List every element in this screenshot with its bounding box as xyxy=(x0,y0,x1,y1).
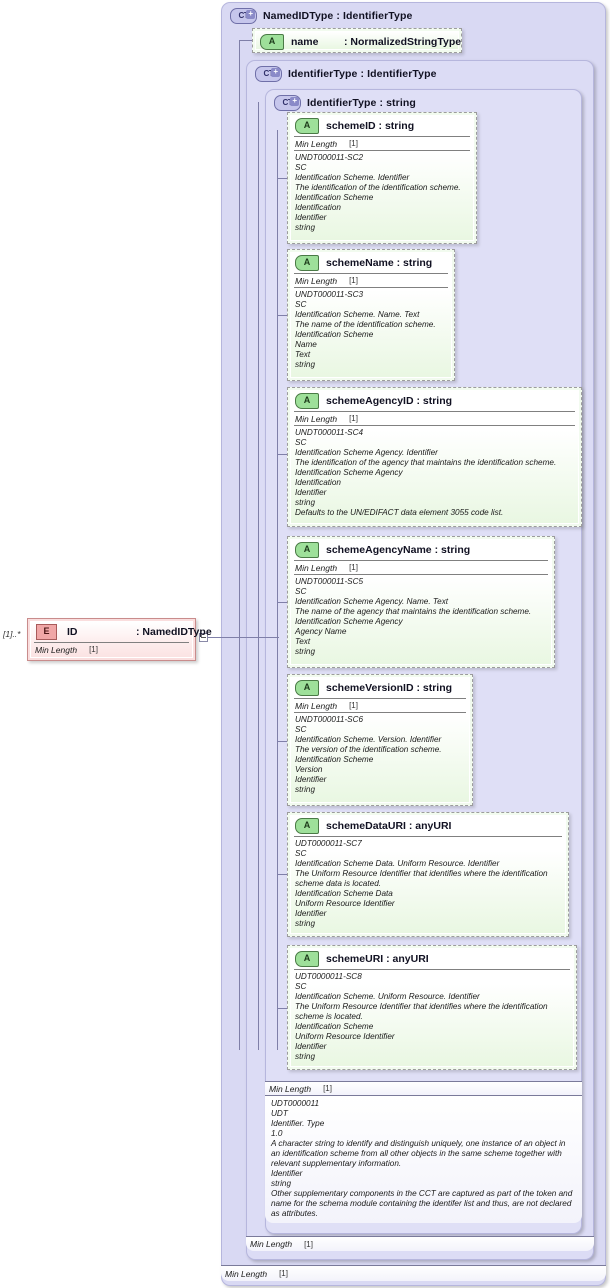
attribute-schemedatauri[interactable]: A schemeDataURI : anyURI UDT0000011-SC7 … xyxy=(287,812,569,937)
attribute-schemeversionid-documentation: UNDT000011-SC6 SC Identification Scheme.… xyxy=(295,715,442,794)
expand-collapse-icon[interactable] xyxy=(199,633,208,642)
divider xyxy=(34,642,189,643)
attribute-schemename-documentation: UNDT000011-SC3 SC Identification Scheme.… xyxy=(295,290,436,369)
container-identifiertype-identifiertype-facet: Min Length [1] xyxy=(246,1236,594,1251)
element-id-type: : NamedIDType xyxy=(136,626,212,638)
element-id-name: ID xyxy=(67,626,78,638)
attribute-schemeagencyname-documentation: UNDT000011-SC5 SC Identification Scheme … xyxy=(295,577,532,656)
attribute-schemeagencyname[interactable]: A schemeAgencyName : string Min Length [… xyxy=(287,536,555,668)
connector-to-schemedatauri xyxy=(277,874,287,875)
attribute-icon: A xyxy=(295,680,319,696)
attribute-schemename-header: A schemeName : string xyxy=(291,253,451,273)
container-identifiertype-identifiertype-title: IdentifierType : IdentifierType xyxy=(288,67,437,80)
divider xyxy=(294,150,470,151)
complextype-expand-icon[interactable]: CT+ xyxy=(230,7,257,24)
container-identifiertype-string-header: CT+ IdentifierType : string xyxy=(274,94,416,111)
attribute-schemeversionid-title: schemeVersionID : string xyxy=(326,682,453,694)
container-identifiertype-identifiertype-header: CT+ IdentifierType : IdentifierType xyxy=(255,65,437,82)
attribute-schemename-facet: Min Length [1] xyxy=(295,275,358,286)
connector-trunk-l2 xyxy=(258,102,259,1050)
attribute-icon: A xyxy=(295,393,319,409)
connector-to-name xyxy=(239,40,253,41)
attribute-icon: A xyxy=(295,951,319,967)
attribute-schemeid-documentation: UNDT000011-SC2 SC Identification Scheme.… xyxy=(295,153,461,232)
attribute-schemeid-header: A schemeID : string xyxy=(291,116,473,136)
complextype-expand-icon[interactable]: CT+ xyxy=(255,65,282,82)
divider xyxy=(294,287,448,288)
attribute-schemeversionid-header: A schemeVersionID : string xyxy=(291,678,469,698)
container-identifiertype-string-facet: Min Length [1] xyxy=(265,1081,582,1095)
container-identifiertype-string-title: IdentifierType : string xyxy=(307,96,416,109)
attribute-schemeagencyid-facet: Min Length [1] xyxy=(295,413,358,424)
attribute-icon: A xyxy=(295,118,319,134)
attribute-schemedatauri-header: A schemeDataURI : anyURI xyxy=(291,816,565,836)
element-id[interactable]: E ID : NamedIDType Min Length [1] xyxy=(27,618,212,661)
cardinality-label: [1]..* xyxy=(3,629,21,639)
attribute-schemename-title: schemeName : string xyxy=(326,257,433,269)
connector-to-schemeversionid xyxy=(277,741,287,742)
divider xyxy=(294,136,470,137)
divider xyxy=(294,969,570,970)
attribute-schemeagencyname-title: schemeAgencyName : string xyxy=(326,544,471,556)
attribute-schemeagencyid[interactable]: A schemeAgencyID : string Min Length [1]… xyxy=(287,387,582,527)
connector-element-bridge xyxy=(239,637,279,638)
connector-to-schemeagencyid xyxy=(277,454,287,455)
attribute-schemeid-facet: Min Length [1] xyxy=(295,138,358,149)
connector-to-schemeid xyxy=(277,178,287,179)
attribute-name-label: name xyxy=(291,36,319,48)
divider xyxy=(294,425,575,426)
connector-trunk-l3 xyxy=(277,130,278,1050)
attribute-name[interactable]: A name : NormalizedStringType xyxy=(252,28,462,53)
attribute-name-type: : NormalizedStringType xyxy=(344,36,462,48)
complextype-expand-icon[interactable]: CT+ xyxy=(274,94,301,111)
connector-to-schemeuri xyxy=(277,1008,287,1009)
attribute-schemeid[interactable]: A schemeID : string Min Length [1] UNDT0… xyxy=(287,112,477,244)
connector-to-schemename xyxy=(277,315,287,316)
divider xyxy=(294,712,466,713)
attribute-schemeagencyname-header: A schemeAgencyName : string xyxy=(291,540,551,560)
attribute-schemeuri[interactable]: A schemeURI : anyURI UDT0000011-SC8 SC I… xyxy=(287,945,577,1070)
element-id-facet: Min Length [1] xyxy=(35,644,98,655)
attribute-icon: A xyxy=(295,255,319,271)
attribute-schemeid-title: schemeID : string xyxy=(326,120,415,132)
divider xyxy=(294,273,448,274)
connector-to-schemeagencyname xyxy=(277,602,287,603)
attribute-schemeuri-header: A schemeURI : anyURI xyxy=(291,949,573,969)
attribute-schemeuri-title: schemeURI : anyURI xyxy=(326,953,429,965)
connector-element-out xyxy=(206,637,240,638)
attribute-schemeagencyid-documentation: UNDT000011-SC4 SC Identification Scheme … xyxy=(295,428,557,517)
divider xyxy=(294,560,548,561)
container-identifiertype-string-documentation: UDT0000011 UDT Identifier. Type 1.0 A ch… xyxy=(265,1095,582,1223)
attribute-schemedatauri-documentation: UDT0000011-SC7 SC Identification Scheme … xyxy=(295,839,548,928)
attribute-schemedatauri-title: schemeDataURI : anyURI xyxy=(326,820,452,832)
attribute-name-header: A name : NormalizedStringType xyxy=(256,32,462,52)
divider xyxy=(294,836,562,837)
element-id-header: E ID : NamedIDType xyxy=(31,622,212,642)
attribute-icon: A xyxy=(295,818,319,834)
divider xyxy=(294,574,548,575)
attribute-schemeagencyid-title: schemeAgencyID : string xyxy=(326,395,453,407)
container-namedidtype-facet: Min Length [1] xyxy=(221,1265,606,1281)
attribute-icon: A xyxy=(295,542,319,558)
attribute-schemeagencyname-facet: Min Length [1] xyxy=(295,562,358,573)
element-icon: E xyxy=(36,624,57,640)
divider xyxy=(294,698,466,699)
attribute-schemeversionid-facet: Min Length [1] xyxy=(295,700,358,711)
attribute-schemename[interactable]: A schemeName : string Min Length [1] UND… xyxy=(287,249,455,381)
divider xyxy=(294,411,575,412)
attribute-icon: A xyxy=(260,34,284,50)
container-namedidtype-header: CT+ NamedIDType : IdentifierType xyxy=(230,7,412,24)
container-namedidtype-title: NamedIDType : IdentifierType xyxy=(263,9,413,22)
attribute-schemeuri-documentation: UDT0000011-SC8 SC Identification Scheme.… xyxy=(295,972,548,1061)
attribute-schemeagencyid-header: A schemeAgencyID : string xyxy=(291,391,578,411)
connector-trunk-l1 xyxy=(239,40,240,1050)
attribute-schemeversionid[interactable]: A schemeVersionID : string Min Length [1… xyxy=(287,674,473,806)
